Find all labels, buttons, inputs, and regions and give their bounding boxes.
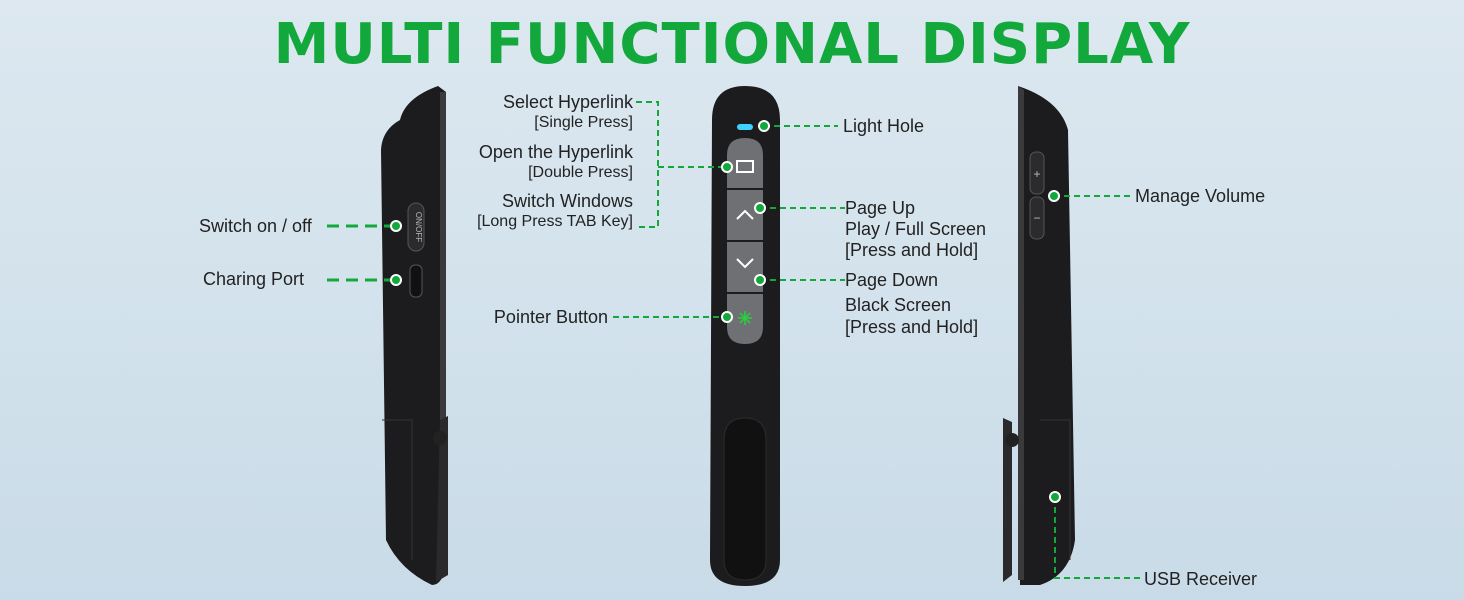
center-front-device	[710, 86, 780, 586]
label-manage-volume: Manage Volume	[1135, 186, 1266, 206]
light-hole	[737, 124, 753, 130]
callout-lines	[327, 101, 1142, 579]
label-charging-port: Charing Port	[203, 269, 305, 289]
page-up-button	[727, 190, 763, 240]
label-open-hyperlink: Open the Hyperlink	[478, 142, 633, 162]
label-double-press: [Double Press]	[528, 164, 633, 181]
usb-c-port	[409, 264, 423, 298]
label-switch-windows: Switch Windows	[501, 191, 633, 211]
volume-up-button	[1029, 151, 1045, 195]
page-title: MULTI FUNCTIONAL DISPLAY	[273, 12, 1191, 77]
chevron-up-icon	[736, 209, 754, 220]
label-page-down: Page Down	[845, 270, 939, 290]
label-usb-receiver: USB Receiver	[1144, 569, 1258, 589]
label-page-up: Page Up	[845, 198, 916, 218]
left-side-device: ON/OFF	[381, 86, 448, 585]
switch-text: ON/OFF	[414, 212, 423, 242]
power-switch	[407, 202, 425, 252]
chevron-down-icon	[736, 258, 754, 269]
volume-down-button	[1029, 196, 1045, 240]
label-press-hold-1: [Press and Hold]	[845, 240, 979, 260]
label-press-hold-2: [Press and Hold]	[845, 317, 979, 337]
right-side-device: + −	[1003, 86, 1075, 585]
label-black-screen: Black Screen	[845, 295, 952, 315]
label-play-full-screen: Play / Full Screen	[845, 219, 987, 239]
window-icon	[736, 160, 754, 173]
vol-plus: +	[1033, 167, 1040, 181]
laser-icon	[738, 311, 752, 325]
label-light-hole: Light Hole	[843, 116, 925, 136]
label-select-hyperlink: Select Hyperlink	[502, 92, 633, 112]
label-switch-on-off: Switch on / off	[199, 216, 312, 236]
label-long-press-tab: [Long Press TAB Key]	[477, 213, 633, 230]
vol-minus: −	[1033, 211, 1040, 225]
callout-dots	[390, 120, 1061, 503]
label-single-press: [Single Press]	[534, 114, 633, 131]
hyperlink-button	[727, 138, 763, 188]
clip	[723, 417, 767, 581]
label-pointer-button: Pointer Button	[493, 307, 608, 327]
